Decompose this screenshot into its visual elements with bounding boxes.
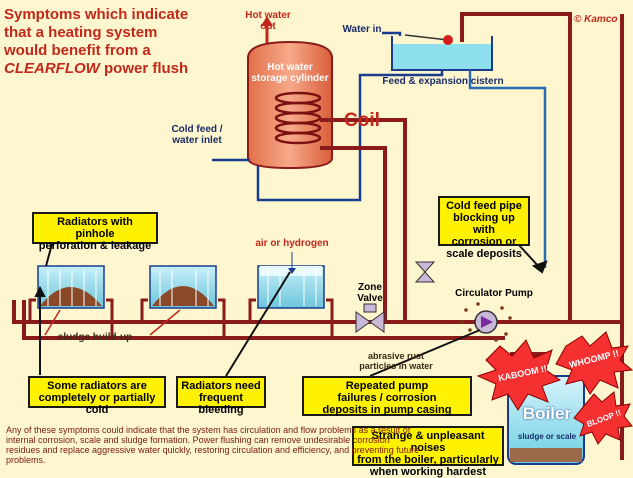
main-return-pipe [22, 300, 505, 340]
callout-bleeding: Radiators need frequent bleeding [176, 376, 266, 416]
title-line-2: that a heating system [4, 24, 158, 41]
air-label: air or hydrogen [255, 238, 329, 249]
kaboom-burst [476, 339, 562, 411]
feed-expansion-cistern [391, 34, 493, 71]
bloop-burst [573, 391, 633, 445]
cylinder-label: Hot water storage cylinder [251, 62, 329, 84]
zone-valve [355, 303, 385, 333]
sludge-buildup-label: sludge build-up [57, 332, 133, 343]
callout-cold-radiators: Some radiators are completely or partial… [28, 376, 166, 416]
callout-cold-feed-pipe: Cold feed pipe blocking up with corrosio… [438, 196, 530, 260]
zone-valve-label: Zone Valve [357, 282, 383, 304]
title-brand: CLEARFLOW [4, 60, 100, 77]
vent-pipe [460, 12, 572, 320]
primary-flow-pipe [320, 118, 407, 320]
radiator-pipes [28, 298, 334, 338]
title-line-3: would benefit from a [4, 42, 151, 59]
callout-pump-failures: Repeated pump failures / corrosion depos… [302, 376, 472, 416]
boiler-label: Boiler [522, 404, 572, 423]
hot-water-out-label: Hot water out [245, 10, 291, 32]
radiator-2 [149, 265, 217, 309]
callout-leaders [34, 243, 548, 377]
abrasive-label: abrasive rust particles in water [359, 351, 433, 371]
cistern-valve [414, 261, 436, 283]
cistern-feed-blue-pipe [468, 70, 547, 268]
radiator-1 [37, 265, 105, 309]
boiler-sub-label: sludge or scale [517, 432, 577, 441]
callout-pinhole: Radiators with pinhole perforation & lea… [32, 212, 158, 252]
title-line-4-suffix: power flush [99, 60, 189, 77]
sludge-leaders [44, 309, 181, 336]
cold-feed-label: Cold feed / water inlet [171, 124, 223, 146]
cistern-label: Feed & expansion cistern [382, 76, 504, 87]
page-title: Symptoms which indicate that a heating s… [4, 6, 214, 78]
title-line-4: CLEARFLOW power flush [4, 60, 214, 78]
primary-return-pipe [320, 146, 387, 320]
radiator-3 [257, 252, 325, 309]
hot-water-cylinder [247, 40, 333, 170]
footer-text: Any of these symptoms could indicate tha… [6, 425, 420, 465]
circulator-pump [460, 302, 512, 342]
whoomp-burst [555, 331, 633, 395]
coil-label: Coil [344, 110, 380, 131]
main-flow-pipe [12, 300, 620, 324]
hot-water-out-arrow [261, 16, 273, 46]
pump-label: Circulator Pump [455, 288, 533, 299]
title-line-1: Symptoms which indicate [4, 6, 189, 23]
copyright: © Kamco [574, 14, 618, 25]
cistern-cold-feed-pipe [256, 68, 444, 202]
water-in-label: Water in [342, 24, 382, 35]
heating-coil [274, 91, 322, 145]
